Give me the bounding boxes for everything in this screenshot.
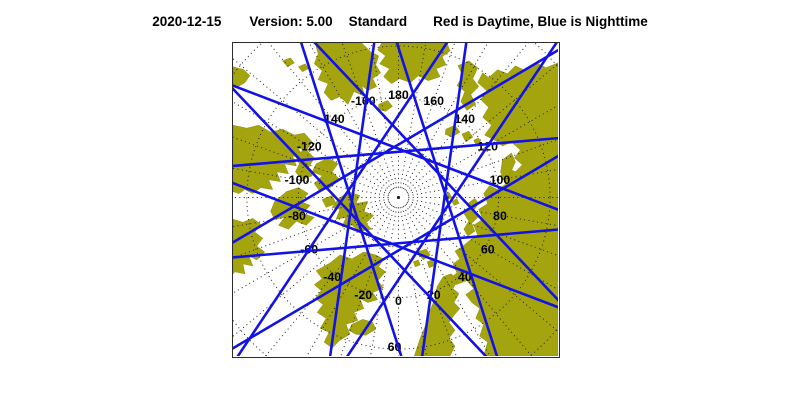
land-canada-mainland bbox=[233, 124, 313, 194]
satellite-track bbox=[345, 43, 558, 356]
longitude-label: -100 bbox=[285, 173, 310, 187]
land-severnaya-zemlya bbox=[461, 130, 474, 143]
satellite-track bbox=[236, 43, 449, 356]
longitude-label: -40 bbox=[323, 270, 341, 284]
meridian-line bbox=[401, 206, 457, 356]
page-title: 2020-12-15 Version: 5.00 Standard Red is Da… bbox=[0, 14, 800, 29]
title-legend: Red is Daytime, Blue is Nighttime bbox=[433, 14, 648, 29]
title-date: 2020-12-15 bbox=[152, 14, 222, 29]
satellite-track bbox=[233, 48, 558, 244]
title-version: Version: 5.00 bbox=[249, 14, 333, 29]
satellite-track bbox=[420, 43, 468, 356]
longitude-label: -160 bbox=[351, 94, 376, 108]
satellite-track bbox=[233, 136, 558, 168]
latitude-circle bbox=[246, 45, 551, 350]
meridian-line bbox=[306, 205, 394, 356]
land-yamal-peninsula bbox=[500, 152, 516, 181]
satellite-track bbox=[233, 228, 558, 259]
longitude-label: 180 bbox=[388, 88, 409, 102]
meridian-line bbox=[233, 200, 390, 259]
north-pole-marker bbox=[396, 195, 401, 200]
meridian-line bbox=[407, 138, 558, 195]
longitude-label: -80 bbox=[288, 209, 306, 223]
meridian-line bbox=[233, 198, 389, 228]
longitude-label: -20 bbox=[354, 288, 372, 302]
longitude-label: 140 bbox=[454, 112, 475, 126]
satellite-track bbox=[233, 87, 488, 356]
land-chukotka bbox=[377, 43, 451, 84]
meridian-line bbox=[402, 205, 491, 356]
meridian-line bbox=[233, 167, 389, 197]
latitude-circle bbox=[348, 147, 449, 248]
longitude-label: 160 bbox=[423, 94, 444, 108]
satellite-track bbox=[328, 43, 376, 356]
satellite-track bbox=[395, 43, 499, 356]
meridian-line bbox=[233, 202, 391, 294]
land-franz-josef-land-2 bbox=[451, 198, 460, 206]
land-bc-coast bbox=[233, 66, 251, 87]
meridian-line bbox=[401, 43, 456, 189]
polar-map: 180-160160-140140-120120-100100-8080-606… bbox=[233, 43, 558, 356]
title-mode: Standard bbox=[348, 14, 408, 29]
meridian-line bbox=[308, 43, 394, 190]
satellite-track bbox=[299, 43, 403, 356]
satellite-track bbox=[233, 84, 558, 212]
satellite-track bbox=[233, 181, 558, 309]
meridian-line bbox=[407, 200, 558, 257]
longitude-label: 80 bbox=[493, 209, 507, 223]
meridian-line bbox=[402, 43, 489, 190]
longitude-label: 60 bbox=[481, 242, 495, 256]
land-russia-mainland bbox=[449, 62, 558, 356]
meridian-line bbox=[340, 206, 396, 356]
polar-map-frame: 180-160160-140140-120120-100100-8080-606… bbox=[232, 42, 560, 358]
latitude-circle bbox=[297, 96, 500, 299]
longitude-label: -120 bbox=[297, 139, 322, 153]
land-severnaya-zemlya-2 bbox=[473, 137, 482, 146]
satellite-track bbox=[313, 43, 558, 302]
meridian-line bbox=[233, 136, 390, 195]
land-aleutian-island-1 bbox=[282, 57, 295, 68]
satellite-track bbox=[233, 154, 558, 350]
longitude-label: 100 bbox=[490, 173, 511, 187]
longitude-label: 0 bbox=[395, 294, 402, 308]
land-svalbard-3 bbox=[413, 259, 421, 268]
